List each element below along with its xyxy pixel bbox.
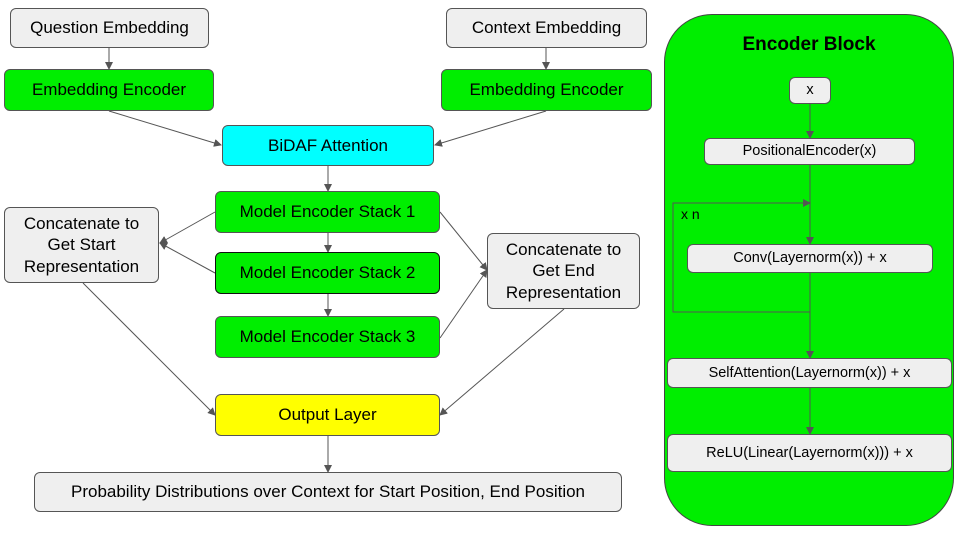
encoder-block-title: Encoder Block (742, 34, 876, 55)
conv-layernorm-node: Conv(Layernorm(x)) + x (687, 244, 933, 273)
concat-end-node: Concatenate to Get End Representation (487, 233, 640, 309)
edge-concat-start-to-output (82, 282, 216, 416)
self-attention-node: SelfAttention(Layernorm(x)) + x (667, 358, 952, 388)
embedding-encoder-left-node: Embedding Encoder (4, 69, 214, 111)
edge-repeat-loop (672, 199, 811, 313)
encoder-input-node: x (789, 77, 831, 104)
context-embedding-node: Context Embedding (446, 8, 647, 48)
embedding-encoder-right-node: Embedding Encoder (441, 69, 652, 111)
edge-stack2-to-concat-start (159, 242, 216, 274)
question-embedding-node: Question Embedding (10, 8, 209, 48)
repeat-label: x n (681, 206, 700, 222)
concat-start-node: Concatenate to Get Start Representation (4, 207, 159, 283)
edge-embedding-right-to-bidaf (434, 110, 547, 147)
model-encoder-stack-3-node: Model Encoder Stack 3 (215, 316, 440, 358)
edge-stack3-to-concat-end (439, 269, 488, 339)
edge-stack1-to-concat-start (159, 211, 216, 244)
bidaf-attention-node: BiDAF Attention (222, 125, 434, 166)
edge-concat-end-to-output (439, 308, 565, 416)
feed-forward-node: ReLU(Linear(Layernorm(x))) + x (667, 434, 952, 472)
probability-distributions-node: Probability Distributions over Context f… (34, 472, 622, 512)
edge-stack1-to-concat-end (439, 211, 488, 271)
edge-embedding-left-to-bidaf (108, 110, 222, 147)
model-encoder-stack-2-node: Model Encoder Stack 2 (215, 252, 440, 294)
output-layer-node: Output Layer (215, 394, 440, 436)
positional-encoder-node: PositionalEncoder(x) (704, 138, 915, 165)
model-encoder-stack-1-node: Model Encoder Stack 1 (215, 191, 440, 233)
